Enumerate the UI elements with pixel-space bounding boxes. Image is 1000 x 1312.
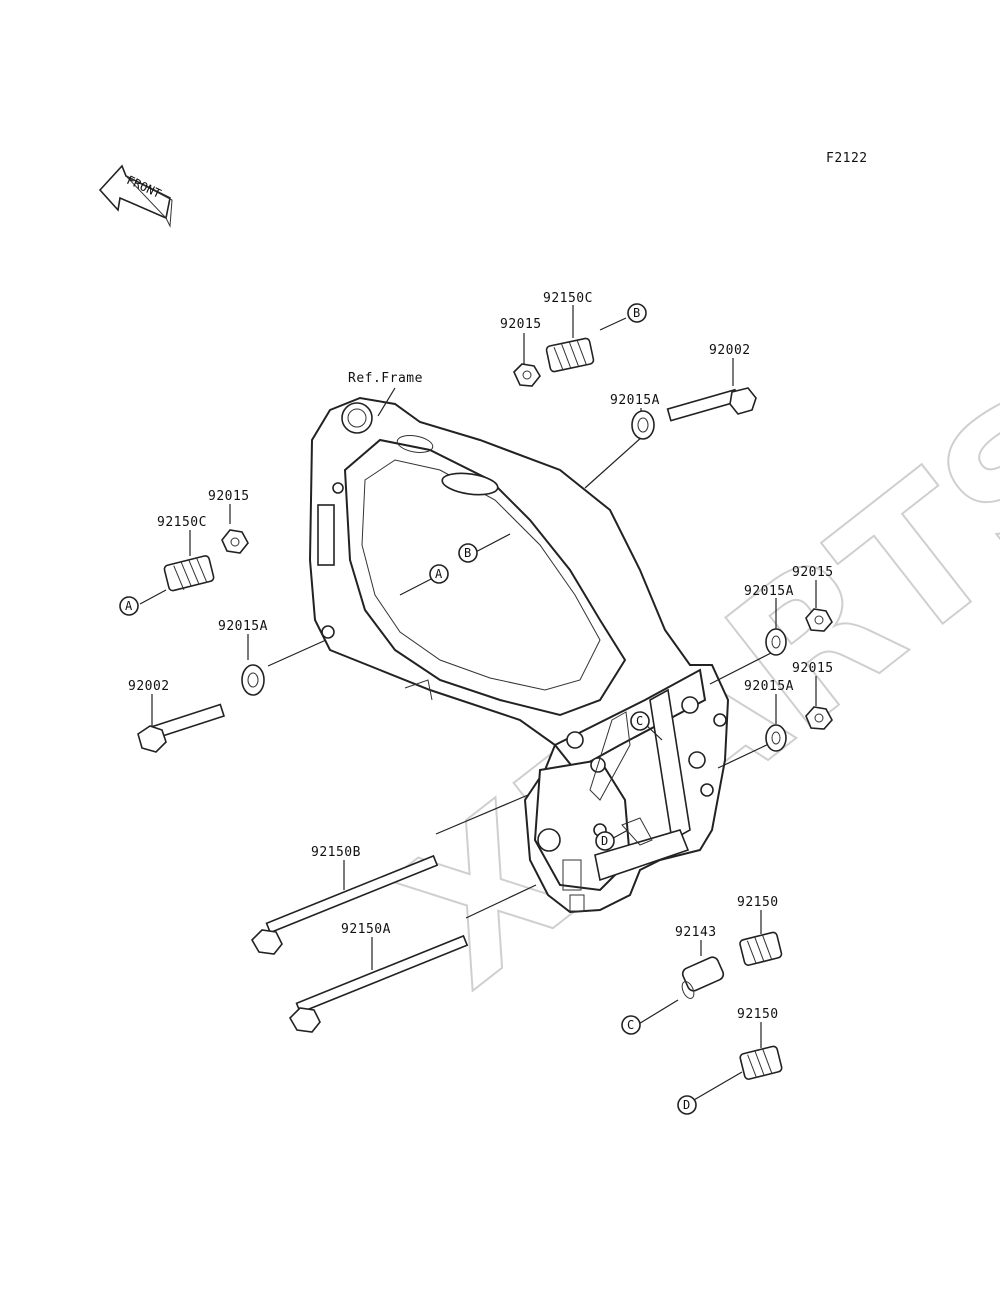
label-92015-top[interactable]: 92015 xyxy=(500,317,542,332)
spacer-92150c-top[interactable] xyxy=(545,337,595,373)
label-92015a-right-1[interactable]: 92015A xyxy=(744,584,794,599)
callout-c-bottom: C xyxy=(621,1015,641,1035)
callout-b-top: B xyxy=(627,303,647,323)
svg-text:C: C xyxy=(627,1018,634,1032)
label-92143[interactable]: 92143 xyxy=(675,925,717,940)
callout-d-bottom: D xyxy=(677,1095,697,1115)
label-92150c-top[interactable]: 92150C xyxy=(543,291,593,306)
spacer-92150-top[interactable] xyxy=(739,931,783,966)
bolt-92150b[interactable] xyxy=(250,854,439,955)
nut-92015-top[interactable] xyxy=(513,363,541,387)
bolt-92002-right[interactable] xyxy=(666,387,757,422)
washer-92015a-right-2[interactable] xyxy=(765,724,787,752)
callout-a-left: A xyxy=(119,596,139,616)
label-92002-right[interactable]: 92002 xyxy=(709,343,751,358)
washer-92015a-right-1[interactable] xyxy=(765,628,787,656)
callout-d-frame: D xyxy=(595,831,615,851)
label-92015-left[interactable]: 92015 xyxy=(208,489,250,504)
diagram-code: F2122 xyxy=(826,151,868,166)
spacer-92150c-left[interactable] xyxy=(163,555,215,592)
label-92015-right-1[interactable]: 92015 xyxy=(792,565,834,580)
callout-b-frame: B xyxy=(458,543,478,563)
label-92002-left[interactable]: 92002 xyxy=(128,679,170,694)
collar-92143[interactable] xyxy=(680,955,725,1000)
label-92150b[interactable]: 92150B xyxy=(311,845,361,860)
leader-lines xyxy=(139,305,817,1105)
spacer-92150-bottom[interactable] xyxy=(739,1045,783,1080)
svg-text:B: B xyxy=(464,546,471,560)
svg-text:D: D xyxy=(601,834,608,848)
svg-text:A: A xyxy=(435,567,443,581)
label-92015a-top[interactable]: 92015A xyxy=(610,393,660,408)
svg-text:D: D xyxy=(683,1098,690,1112)
label-ref-frame: Ref.Frame xyxy=(348,371,423,386)
label-92150-bottom[interactable]: 92150 xyxy=(737,1007,779,1022)
label-92015-right-2[interactable]: 92015 xyxy=(792,661,834,676)
washer-92015a-left[interactable] xyxy=(241,664,265,696)
callout-a-frame: A xyxy=(429,564,449,584)
nut-92015-right-2[interactable] xyxy=(805,706,833,730)
label-92015a-left[interactable]: 92015A xyxy=(218,619,268,634)
svg-text:A: A xyxy=(125,599,133,613)
label-92150-top[interactable]: 92150 xyxy=(737,895,779,910)
nut-92015-right-1[interactable] xyxy=(805,608,833,632)
label-92150c-left[interactable]: 92150C xyxy=(157,515,207,530)
svg-text:B: B xyxy=(633,306,640,320)
bolt-92150a[interactable] xyxy=(288,934,469,1033)
label-92150a[interactable]: 92150A xyxy=(341,922,391,937)
bolt-92002-left[interactable] xyxy=(137,703,226,753)
svg-text:C: C xyxy=(636,714,643,728)
label-92015a-right-2[interactable]: 92015A xyxy=(744,679,794,694)
front-arrow-icon: FRONT xyxy=(98,164,173,228)
nut-92015-left[interactable] xyxy=(221,529,249,554)
motorcycle-frame xyxy=(308,396,730,914)
callout-c-frame: C xyxy=(630,711,650,731)
washer-92015a-top[interactable] xyxy=(631,410,655,440)
